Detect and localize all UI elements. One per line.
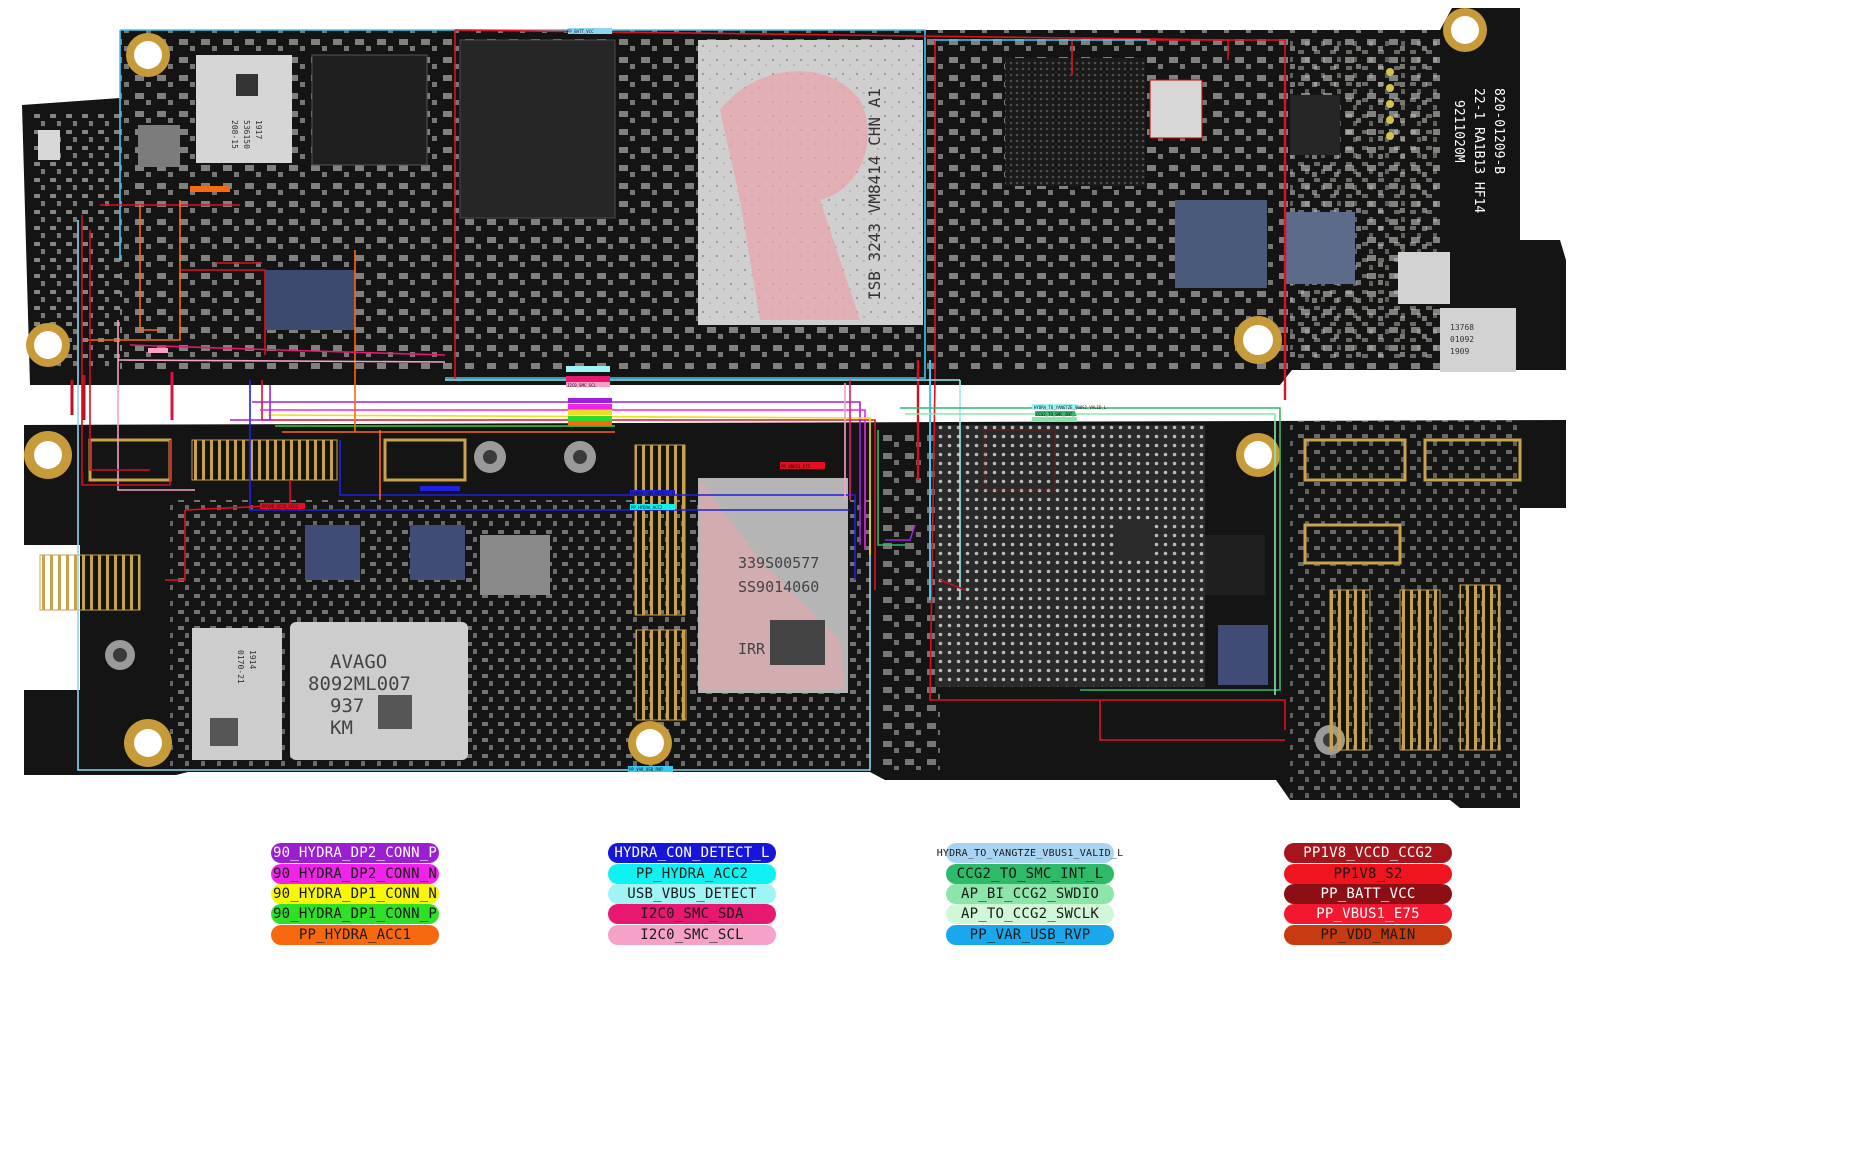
mount-hole [628, 721, 672, 765]
trace-tag-label: PP_VAR_USB_RVP [629, 767, 663, 772]
legend-item: PP_BATT_VCC [1284, 884, 1452, 904]
screw-hole [105, 640, 135, 670]
module-text: 1917 [254, 120, 263, 139]
ic-chip [305, 525, 360, 580]
legend-item: PP1V8_VCCD_CCG2 [1284, 843, 1452, 863]
trace-tag-label: HYDRA_CON_DETECT_L [631, 491, 675, 496]
connector [191, 439, 338, 481]
avago-text: AVAGO [330, 651, 387, 673]
avago-text: 8092ML007 [308, 673, 411, 695]
board-id-text: 820-01209-B [1491, 88, 1506, 174]
module-text: 1909 [1450, 347, 1469, 356]
legend-item: PP_VAR_USB_RVP [946, 925, 1114, 945]
legend-item: PP_HYDRA_ACC1 [271, 925, 439, 945]
connector [634, 444, 686, 616]
connector [1423, 438, 1522, 482]
ic-chip [410, 525, 465, 580]
module-text: 01092 [1450, 335, 1474, 344]
baseband-text: 339S00577 [738, 554, 819, 572]
cpu-marking: ISB 3243 VM8414 CHN A1 [865, 88, 884, 300]
chip [138, 125, 180, 167]
trace-tag-label: I2C0_SMC_SCL [567, 383, 596, 388]
rf-module: 1914 0170-21 [192, 628, 282, 760]
baseband-text: IRR [738, 640, 766, 658]
top-board: 208-15 536150 1917 13768 01092 1909 [22, 8, 1566, 385]
ic-chip [459, 39, 616, 219]
legend-item: 90_HYDRA_DP2_CONN_P [271, 843, 439, 863]
mount-hole [1443, 8, 1487, 52]
ic-chip [1218, 625, 1268, 685]
module-text: 13768 [1450, 323, 1474, 332]
trace-tags [148, 28, 1077, 772]
module-text: 536150 [242, 120, 251, 149]
component [1290, 95, 1340, 155]
avago-text: 937 [330, 695, 364, 717]
trace-tag-label: PP_BATT_VCC [567, 29, 594, 34]
board-id-text: 9211020M [1451, 100, 1466, 163]
screw-hole [474, 441, 506, 473]
legend-item: 90_HYDRA_DP2_CONN_N [271, 864, 439, 884]
trace-overlay [70, 28, 1287, 771]
ic-chip [1285, 212, 1355, 284]
mount-hole [126, 33, 170, 77]
module-text: 208-15 [230, 120, 239, 149]
trace-tag-label: PP_HYDRA_ACC2 [631, 505, 663, 510]
ic-chip [1205, 535, 1265, 595]
legend-item: PP_VDD_MAIN [1284, 925, 1452, 945]
legend-item: I2C0_SMC_SCL [608, 925, 776, 945]
ic-chip [311, 54, 428, 166]
legend-item: AP_BI_CCG2_SWDIO [946, 884, 1114, 904]
legend-item: HYDRA_TO_YANGTZE_VBUS1_VALID_L [937, 843, 1123, 863]
baseband-text: SS9014060 [738, 578, 819, 596]
rf-module: 13768 01092 1909 [1398, 252, 1516, 372]
mount-hole [24, 431, 72, 479]
module-text: 0170-21 [236, 650, 245, 684]
connector [1303, 523, 1402, 565]
legend-item: PP_HYDRA_ACC2 [608, 864, 776, 884]
connector [1303, 438, 1407, 482]
mount-hole [26, 323, 70, 367]
legend-item: PP1V8_S2 [1284, 864, 1452, 884]
legend-item: 90_HYDRA_DP1_CONN_N [271, 884, 439, 904]
trace-tag-label: CCG2_TO_SMC_INT_L [1036, 412, 1078, 417]
trace-tag-label: HYDRA_TO_YANGTZE_VBUS1_VALID_L [1034, 405, 1107, 410]
legend-item: HYDRA_CON_DETECT_L [608, 843, 776, 863]
screw-hole [564, 441, 596, 473]
mount-hole [124, 719, 172, 767]
trace-tag-texts: HYDRA_TO_YANGTZE_VBUS1_VALID_L PP_VBUS1_… [262, 29, 1107, 772]
connector [39, 554, 141, 611]
legend-item: AP_TO_CCG2_SWCLK [946, 904, 1114, 924]
mount-hole [1236, 433, 1280, 477]
connector [635, 629, 687, 721]
legend-item: PP_VBUS1_E75 [1284, 904, 1452, 924]
trace-tag-label: PP1V8_VCCD_CCG2 [262, 504, 299, 509]
board-id-text: 22-1 RA1B13 HF14 [1471, 88, 1486, 213]
avago-shield: AVAGO 8092ML007 937 KM [290, 622, 468, 760]
component [38, 130, 60, 160]
cpu-shield: ISB 3243 VM8414 CHN A1 [698, 40, 923, 325]
ic-chip [1175, 200, 1267, 288]
ic-chip [480, 535, 550, 595]
legend-item: USB_VBUS_DETECT [608, 884, 776, 904]
legend-item: 90_HYDRA_DP1_CONN_P [271, 904, 439, 924]
module-text: 1914 [248, 650, 257, 669]
connector [1329, 589, 1371, 751]
baseband-chip: 339S00577 SS9014060 IRR [698, 478, 848, 693]
ic-chip [265, 270, 355, 330]
legend-item: I2C0_SMC_SDA [608, 904, 776, 924]
bottom-board: AVAGO 8092ML007 937 KM 1914 0170-21 339S… [24, 420, 1566, 808]
component [1149, 79, 1203, 139]
gold-pads [1386, 68, 1394, 140]
legend-item: CCG2_TO_SMC_INT_L [946, 864, 1114, 884]
connector [1459, 584, 1501, 751]
connector [383, 438, 467, 482]
rf-module: 208-15 536150 1917 [196, 55, 292, 163]
mount-hole [1234, 316, 1282, 364]
connector [1399, 589, 1441, 751]
trace-tag-label: PP_VBUS1_E75 [781, 464, 810, 469]
avago-text: KM [330, 717, 353, 739]
